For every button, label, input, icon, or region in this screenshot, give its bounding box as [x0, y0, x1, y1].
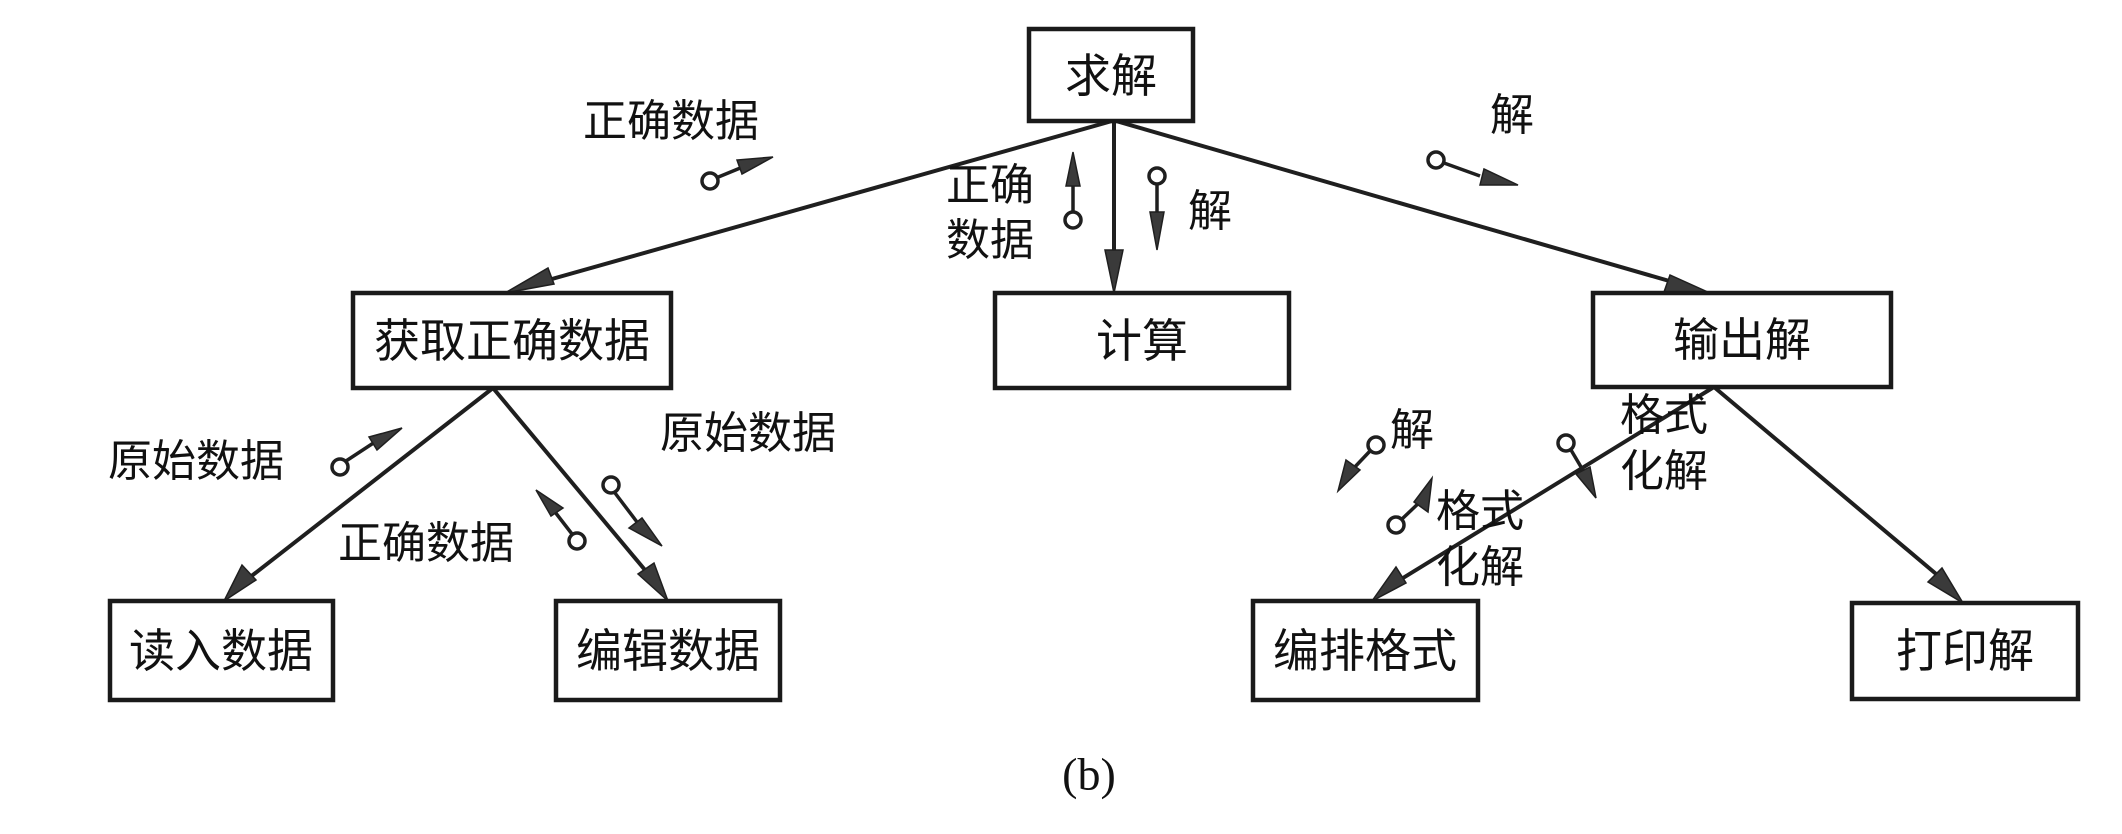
couple-data-circle-icon — [1366, 435, 1386, 455]
module-output-box — [1590, 290, 1894, 390]
couple-label: 解 — [1390, 405, 1434, 456]
couple-output-format-down: 解 — [1336, 405, 1434, 494]
couple-arrow-shaft — [613, 491, 639, 524]
figure-caption: (b) — [1062, 749, 1116, 800]
module-format: 编排格式 — [1250, 598, 1481, 703]
edge-root-to-output-arrowhead — [1662, 273, 1711, 294]
couple-data-circle-icon — [567, 531, 587, 551]
edge-get-data-to-edit-arrowhead — [636, 561, 669, 602]
module-print: 打印解 — [1849, 600, 2081, 702]
module-root: 求解 — [1026, 26, 1196, 124]
couple-label-line1: 格式 — [1436, 486, 1524, 537]
couple-label-line1: 正确 — [946, 160, 1034, 211]
edge-output-to-print-arrowhead — [1926, 566, 1964, 604]
module-get-data: 获取正确数据 — [350, 290, 674, 391]
couple-data-circle-icon — [1556, 433, 1576, 453]
module-output-label: 输出解 — [1673, 313, 1811, 367]
couple-get-data-edit-up: 正确数据 — [338, 489, 587, 569]
module-read-box — [107, 598, 336, 703]
couple-data-circle-icon — [1147, 166, 1167, 186]
edge-output-to-format-arrowhead — [1371, 565, 1408, 602]
module-read: 读入数据 — [107, 598, 336, 703]
couple-label-line2: 数据 — [946, 215, 1034, 266]
couple-label: 正确数据 — [338, 518, 514, 569]
couple-label: 解 — [1188, 186, 1232, 237]
couple-label: 正确数据 — [583, 96, 759, 147]
couple-data-circle-icon — [1386, 515, 1406, 535]
module-edit: 编辑数据 — [553, 598, 783, 703]
module-edit-label: 编辑数据 — [576, 624, 760, 678]
couple-output-format-up: 格式 化解 — [1386, 475, 1524, 593]
module-root-label: 求解 — [1065, 49, 1157, 103]
couple-data-circle-icon — [700, 171, 720, 191]
couple-arrow-shaft — [553, 510, 574, 536]
couple-arrowhead-icon — [367, 427, 403, 452]
module-compute-label: 计算 — [1096, 314, 1188, 368]
edge-root-to-get-data — [519, 119, 1113, 290]
edge-root-to-output — [1115, 119, 1691, 289]
couple-data-circle-icon — [1426, 150, 1446, 170]
module-root-box — [1026, 26, 1196, 124]
couple-arrowhead-icon — [1574, 465, 1597, 499]
couple-root-compute-up: 正确 数据 — [946, 151, 1083, 266]
couple-root-get-data: 正确数据 — [583, 96, 774, 191]
couple-arrowhead-icon — [1479, 167, 1519, 186]
couple-arrowhead-icon — [1336, 458, 1362, 494]
module-print-label: 打印解 — [1896, 624, 2034, 678]
module-get-data-label: 获取正确数据 — [374, 314, 650, 368]
module-edit-box — [553, 598, 783, 703]
module-read-label: 读入数据 — [129, 624, 313, 678]
couple-data-circle-icon — [1063, 210, 1083, 230]
edge-get-data-to-edit — [491, 386, 657, 584]
couple-label: 解 — [1490, 90, 1534, 141]
couple-arrowhead-icon — [735, 156, 774, 176]
couple-arrowhead-icon — [1149, 211, 1165, 251]
couple-data-circle-icon — [330, 457, 350, 477]
edge-root-to-compute-arrowhead — [1104, 249, 1124, 294]
edge-get-data-to-read-arrowhead — [222, 563, 258, 604]
couple-arrowhead-icon — [535, 489, 565, 518]
couple-label: 原始数据 — [108, 436, 284, 487]
couple-get-data-read: 原始数据 — [108, 427, 403, 487]
couple-label-line2: 化解 — [1436, 542, 1524, 593]
call-edges — [222, 119, 1964, 604]
couple-output-print: 格式 化解 — [1556, 390, 1708, 499]
couple-data-circle-icon — [601, 475, 621, 495]
edge-output-to-format — [1388, 385, 1716, 588]
edge-root-to-get-data-arrowhead — [504, 266, 556, 294]
couple-root-output: 解 — [1426, 90, 1534, 186]
module-output: 输出解 — [1590, 290, 1894, 390]
module-format-box — [1250, 598, 1481, 703]
couple-arrowhead-icon — [1065, 151, 1081, 187]
couple-label-line2: 化解 — [1620, 446, 1708, 497]
couple-arrowhead-icon — [1412, 475, 1434, 514]
module-get-data-box — [350, 290, 674, 391]
module-compute-box — [992, 290, 1292, 391]
couple-arrowhead-icon — [627, 516, 663, 547]
couple-label: 原始数据 — [660, 408, 836, 459]
edge-output-to-print — [1712, 385, 1950, 586]
couple-label-line1: 格式 — [1620, 390, 1708, 441]
couple-arrow-shaft — [1569, 449, 1586, 473]
module-format-label: 编排格式 — [1273, 624, 1457, 678]
module-print-box — [1849, 600, 2081, 702]
module-compute: 计算 — [992, 290, 1292, 391]
couple-root-compute-down: 解 — [1147, 166, 1232, 251]
couple-arrow-shaft — [1443, 161, 1481, 178]
couple-get-data-edit-down: 原始数据 — [601, 408, 836, 547]
edge-get-data-to-read — [238, 386, 495, 587]
